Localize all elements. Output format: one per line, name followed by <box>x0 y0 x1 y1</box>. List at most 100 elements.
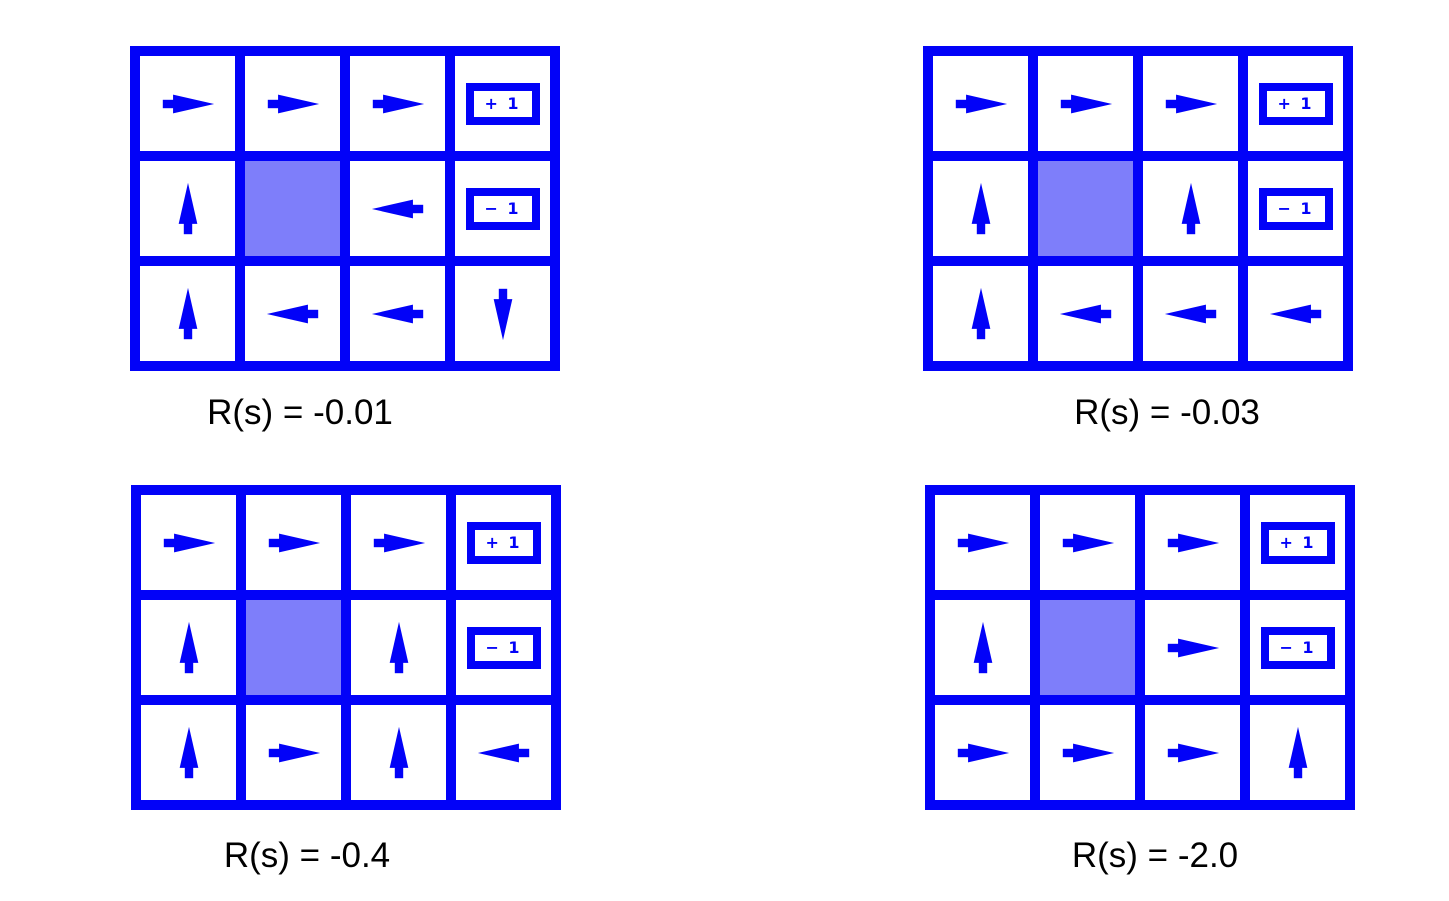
right-arrow-icon <box>268 533 320 552</box>
up-arrow-icon <box>178 182 197 234</box>
terminal-minus1-box: − 1 <box>1260 626 1335 669</box>
policy-cell <box>1038 56 1133 151</box>
gridworld-bottom-right: + 1 − 1 <box>925 485 1355 810</box>
right-arrow-icon <box>162 94 214 113</box>
policy-cell <box>935 705 1030 800</box>
right-arrow-icon <box>372 94 424 113</box>
up-arrow-icon <box>1181 182 1200 234</box>
terminal-cell-minus1: − 1 <box>455 161 550 256</box>
policy-cell <box>141 600 236 695</box>
policy-cell <box>245 266 340 361</box>
policy-cell <box>350 56 445 151</box>
wall-cell <box>1040 600 1135 695</box>
left-arrow-icon <box>371 304 423 323</box>
terminal-cell-plus1: + 1 <box>1250 495 1345 590</box>
up-arrow-icon <box>971 182 990 234</box>
policy-cell <box>245 56 340 151</box>
right-arrow-icon <box>1167 638 1219 657</box>
right-arrow-icon <box>957 743 1009 762</box>
gridworld-top-right: + 1 − 1 <box>923 46 1353 371</box>
policy-cell <box>935 495 1030 590</box>
right-arrow-icon <box>957 533 1009 552</box>
gridworld-top-left: + 1 − 1 <box>130 46 560 371</box>
policy-cell <box>351 495 446 590</box>
right-arrow-icon <box>163 533 215 552</box>
left-arrow-icon <box>1269 304 1321 323</box>
panel-caption-top-left: R(s) = -0.01 <box>207 393 393 432</box>
policy-cell <box>1143 266 1238 361</box>
right-arrow-icon <box>1167 743 1219 762</box>
left-arrow-icon <box>371 199 423 218</box>
terminal-cell-minus1: − 1 <box>1248 161 1343 256</box>
policy-cell <box>1248 266 1343 361</box>
right-arrow-icon <box>1062 743 1114 762</box>
up-arrow-icon <box>178 287 197 339</box>
up-arrow-icon <box>389 726 408 778</box>
up-arrow-icon <box>179 621 198 673</box>
panel-caption-bottom-left: R(s) = -0.4 <box>223 836 391 875</box>
up-arrow-icon <box>179 726 198 778</box>
terminal-minus1-box: − 1 <box>466 626 541 669</box>
policy-cell <box>1145 705 1240 800</box>
wall-cell <box>1038 161 1133 256</box>
policy-cell <box>140 161 235 256</box>
right-arrow-icon <box>1062 533 1114 552</box>
policy-cell <box>933 56 1028 151</box>
policy-cell <box>1145 495 1240 590</box>
policy-cell <box>935 600 1030 695</box>
policy-cell <box>1143 161 1238 256</box>
left-arrow-icon <box>1164 304 1216 323</box>
terminal-cell-plus1: + 1 <box>1248 56 1343 151</box>
up-arrow-icon <box>389 621 408 673</box>
policy-cell <box>1038 266 1133 361</box>
terminal-cell-plus1: + 1 <box>455 56 550 151</box>
terminal-plus1-box: + 1 <box>1258 82 1333 125</box>
up-arrow-icon <box>1288 726 1307 778</box>
policy-cell <box>350 161 445 256</box>
terminal-cell-minus1: − 1 <box>1250 600 1345 695</box>
policy-cell <box>140 266 235 361</box>
terminal-minus1-box: − 1 <box>465 187 540 230</box>
policy-cell <box>455 266 550 361</box>
policy-cell <box>351 705 446 800</box>
right-arrow-icon <box>373 533 425 552</box>
terminal-minus1-box: − 1 <box>1258 187 1333 230</box>
gridworld-bottom-left: + 1 − 1 <box>131 485 561 810</box>
terminal-plus1-box: + 1 <box>466 521 541 564</box>
right-arrow-icon <box>267 94 319 113</box>
wall-cell <box>245 161 340 256</box>
panel-caption-top-right: R(s) = -0.03 <box>1074 393 1260 432</box>
down-arrow-icon <box>493 288 512 340</box>
terminal-plus1-box: + 1 <box>1260 521 1335 564</box>
policy-cell <box>1143 56 1238 151</box>
policy-cell <box>933 161 1028 256</box>
policy-cell <box>1040 495 1135 590</box>
right-arrow-icon <box>955 94 1007 113</box>
policy-cell <box>350 266 445 361</box>
policy-cell <box>1250 705 1345 800</box>
left-arrow-icon <box>477 743 529 762</box>
policy-cell <box>141 705 236 800</box>
up-arrow-icon <box>971 287 990 339</box>
up-arrow-icon <box>973 621 992 673</box>
policy-cell <box>1145 600 1240 695</box>
panel-caption-bottom-right: R(s) = -2.0 <box>1071 836 1239 875</box>
policy-cell <box>933 266 1028 361</box>
policy-cell <box>246 705 341 800</box>
policy-cell <box>246 495 341 590</box>
terminal-cell-minus1: − 1 <box>456 600 551 695</box>
terminal-plus1-box: + 1 <box>465 82 540 125</box>
terminal-cell-plus1: + 1 <box>456 495 551 590</box>
right-arrow-icon <box>1167 533 1219 552</box>
right-arrow-icon <box>268 743 320 762</box>
policy-cell <box>1040 705 1135 800</box>
left-arrow-icon <box>1059 304 1111 323</box>
policy-cell <box>456 705 551 800</box>
right-arrow-icon <box>1165 94 1217 113</box>
right-arrow-icon <box>1060 94 1112 113</box>
policy-cell <box>141 495 236 590</box>
left-arrow-icon <box>266 304 318 323</box>
wall-cell <box>246 600 341 695</box>
policy-cell <box>351 600 446 695</box>
